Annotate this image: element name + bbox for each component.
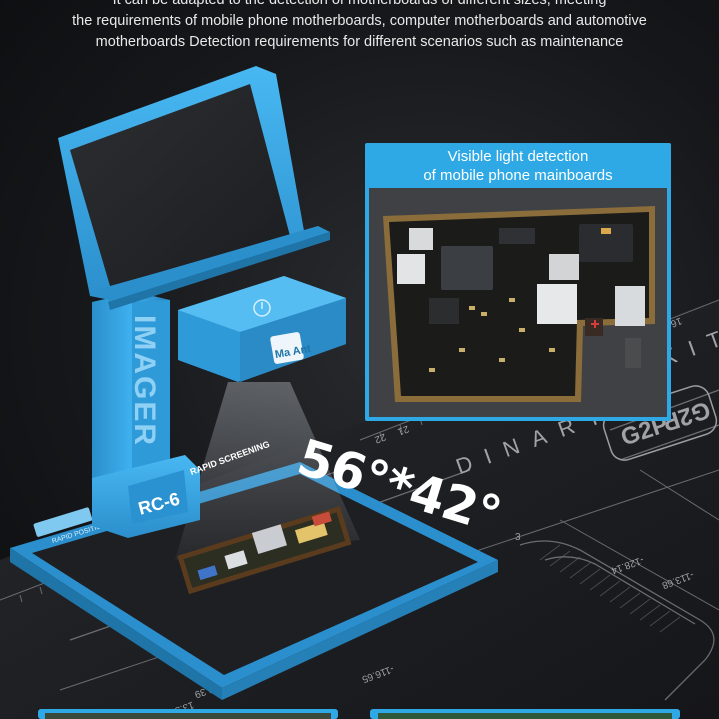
pillar-text: IMAGER xyxy=(128,315,161,447)
callout-title: Visible light detection of mobile phone … xyxy=(365,147,671,185)
mainboard-photo xyxy=(369,188,667,417)
power-icon[interactable] xyxy=(253,299,271,317)
description-line-3: motherboards Detection requirements for … xyxy=(95,34,624,50)
display-screen xyxy=(58,66,330,310)
callout-title-line-2: of mobile phone mainboards xyxy=(423,167,613,184)
description: It can be adapted to the detection of mo… xyxy=(0,0,719,53)
ruler-label: 16 xyxy=(669,315,684,329)
description-line-2: the requirements of mobile phone motherb… xyxy=(72,13,647,29)
pillar: IMAGER RC-6 xyxy=(92,292,200,538)
bottom-preview-strip xyxy=(38,709,680,719)
dim-label: 3 xyxy=(515,532,521,543)
ruler-label: 21 xyxy=(396,423,411,437)
camera-head: Ma Ant xyxy=(178,276,346,382)
description-line-1: It can be adapted to the detection of mo… xyxy=(112,0,607,8)
detection-callout: Visible light detection of mobile phone … xyxy=(365,143,671,421)
callout-title-line-1: Visible light detection xyxy=(447,148,589,165)
motherboard-sample xyxy=(177,506,352,595)
ruler-label: 22 xyxy=(373,431,388,445)
